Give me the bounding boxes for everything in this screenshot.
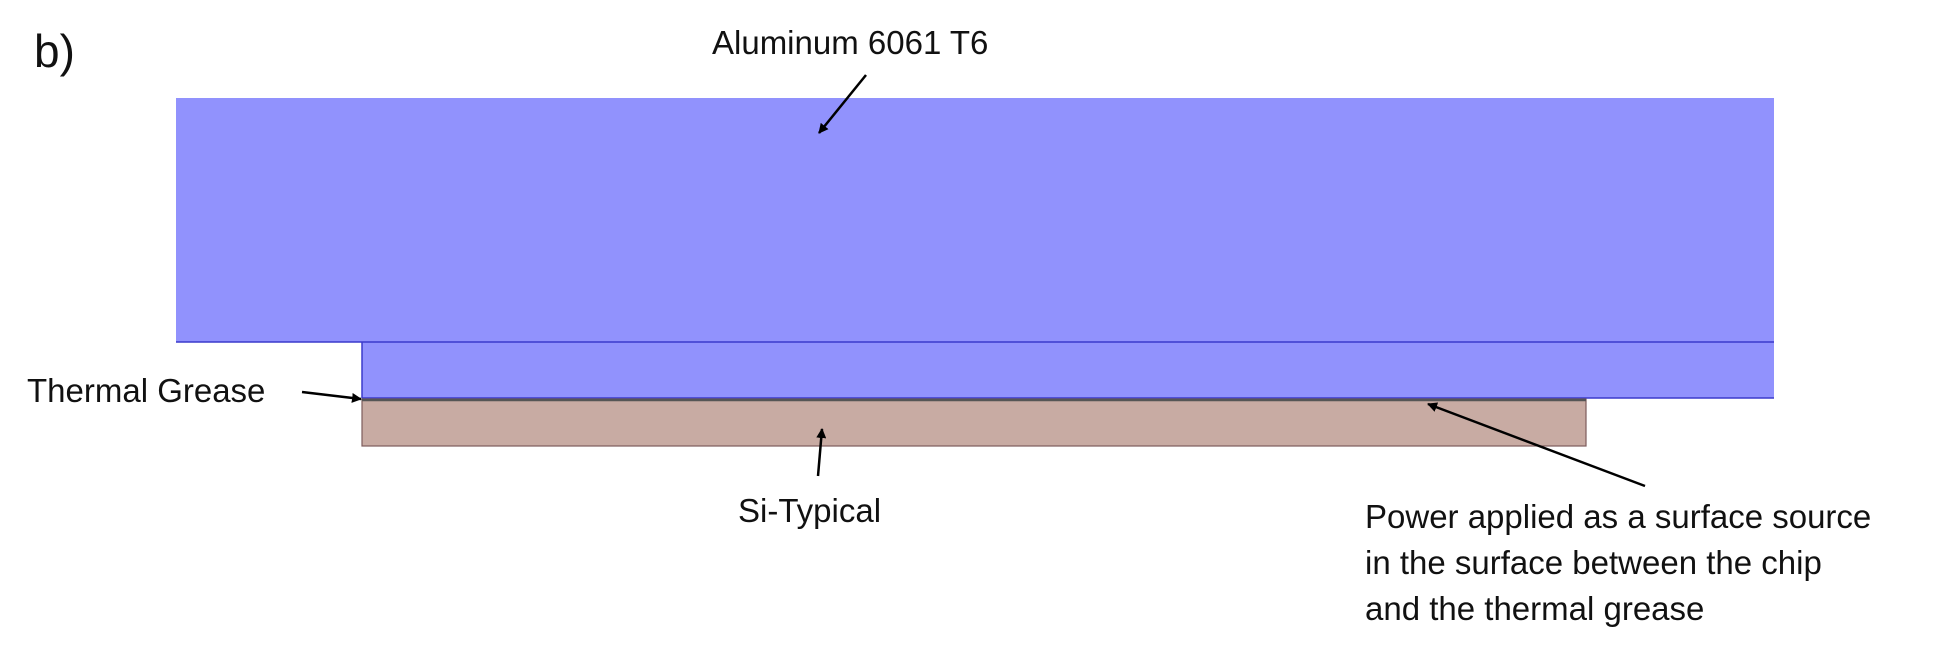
silicon-chip [361, 398, 1587, 447]
power-arrow [1427, 402, 1646, 488]
power-annotation: Power applied as a surface source in the… [1365, 494, 1935, 632]
aluminum-arrow [818, 74, 867, 134]
silicon-label: Si-Typical [738, 492, 882, 529]
power-annotation-line-3: and the thermal grease [1365, 590, 1705, 627]
silicon-arrow [816, 428, 827, 477]
thermal-grease-arrow [301, 390, 362, 403]
power-annotation-line-2: in the surface between the chip [1365, 544, 1822, 581]
aluminum-block [176, 98, 1774, 398]
aluminum-label: Aluminum 6061 T6 [712, 24, 989, 61]
panel-label: b) [34, 25, 75, 77]
thermal-grease-label: Thermal Grease [27, 372, 266, 409]
power-annotation-line-1: Power applied as a surface source [1365, 498, 1872, 535]
